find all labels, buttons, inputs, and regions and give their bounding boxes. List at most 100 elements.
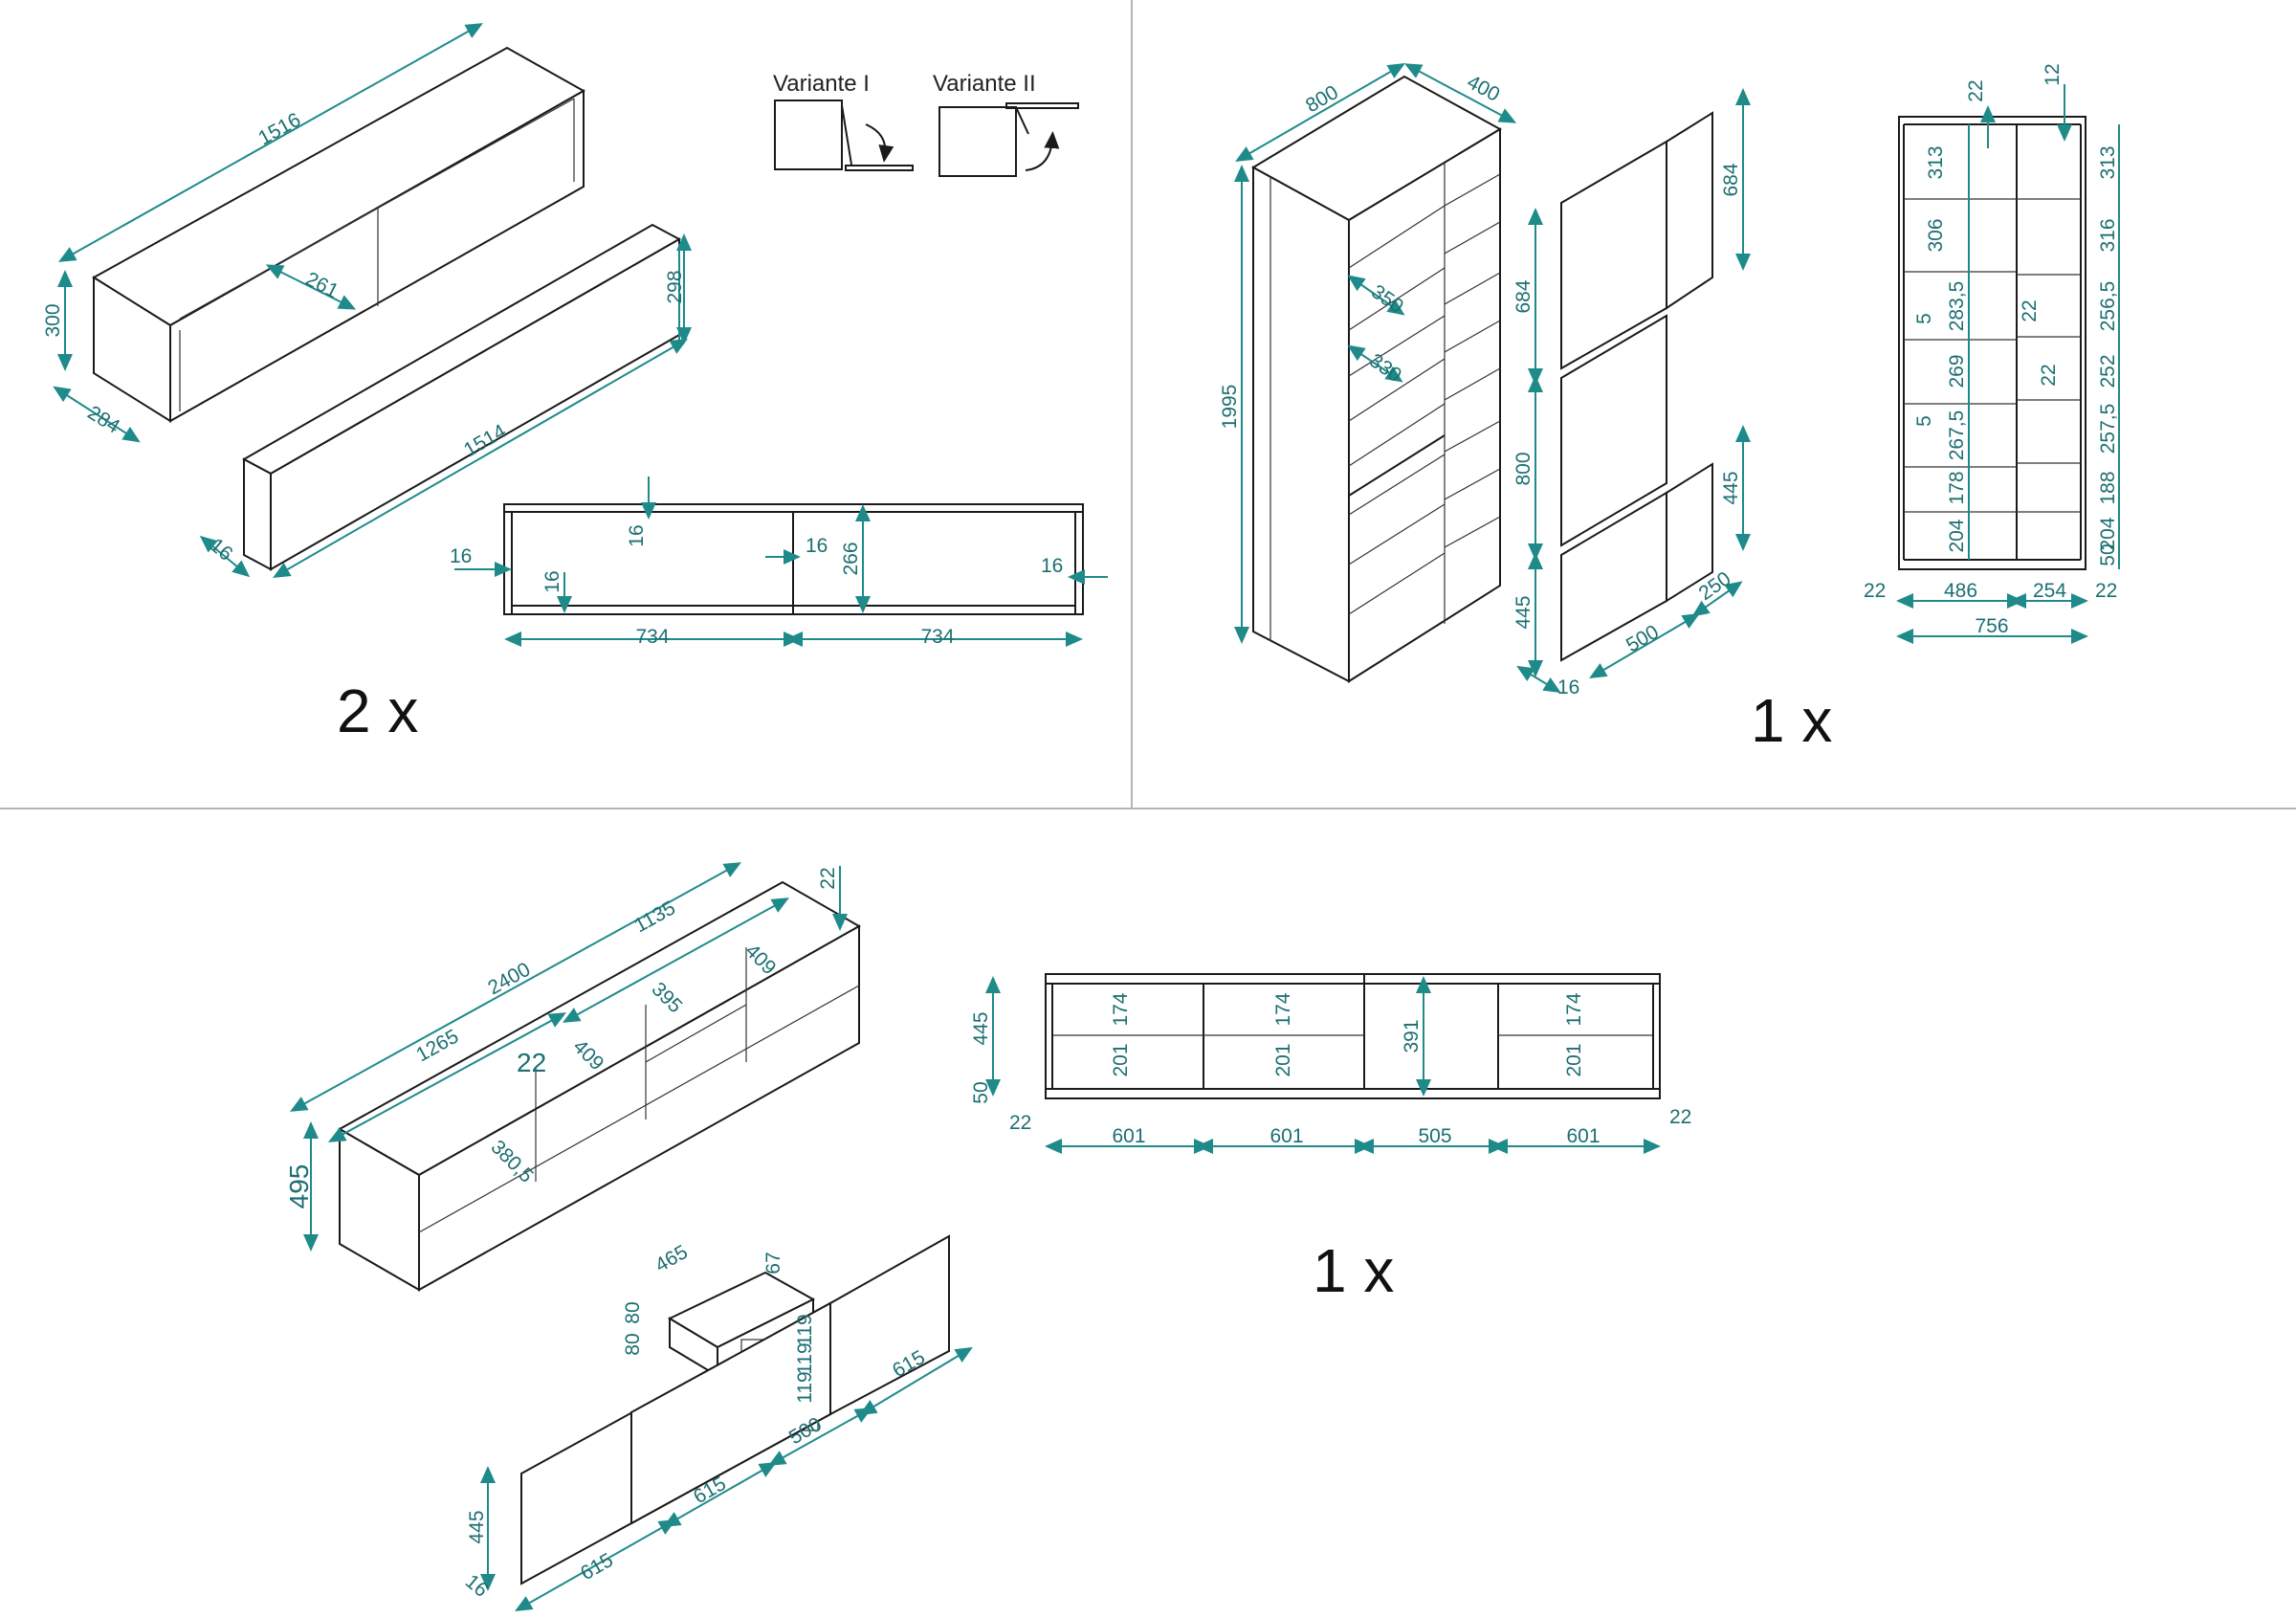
cabinet-right-2: 316: [2097, 218, 2119, 252]
variant-two-label: Variante II: [933, 71, 1036, 97]
lowboard-dim-front-height: 445: [466, 1510, 488, 1543]
cabinet-quantity: 1 x: [1751, 686, 1832, 755]
cabinet-gap-left-2: 5: [1913, 415, 1935, 427]
wall-unit-front-side: [243, 457, 272, 571]
wall-front-top-thickness: 16: [626, 524, 648, 546]
lowboard-fv-lower-1: 201: [1110, 1043, 1132, 1076]
wall-front-inner-height: 266: [840, 542, 862, 575]
variant-one: Variante I: [773, 71, 914, 171]
cabinet-dim-depth: 400: [1464, 71, 1504, 106]
variant-one-label: Variante I: [773, 71, 870, 97]
cabinet-dim-width: 800: [1302, 81, 1342, 117]
cabinet-left-1: 313: [1925, 145, 1947, 179]
cabinet-right-7: 204: [2097, 517, 2119, 550]
wall-dim-front-height: 298: [664, 270, 686, 303]
cabinet-gap-left-1: 5: [1913, 313, 1935, 324]
lowboard-quantity: 1 x: [1313, 1236, 1394, 1305]
cabinet-total-width: 756: [1975, 615, 2008, 637]
lowboard-fv-mid: 391: [1401, 1019, 1423, 1053]
cabinet-front-left-dims: 313 306 283,5 269 267,5 178 204 5 5: [1913, 124, 1970, 560]
cabinet-panel: 800 400 1995 350 330 684 800 445 684 445…: [1219, 62, 2120, 755]
cabinet-right-1: 313: [2097, 145, 2119, 179]
lowboard-dim-top: 22: [817, 867, 839, 889]
lowboard-dim-height: 495: [284, 1164, 314, 1209]
cabinet-dim-door-width: 500: [1623, 621, 1663, 656]
wall-front-right-thickness: 16: [1041, 555, 1063, 577]
wall-unit-quantity: 2 x: [337, 676, 418, 745]
cabinet-dim-door-top2: 684: [1720, 163, 1742, 196]
cabinet-left-5: 267,5: [1946, 410, 1968, 461]
cabinet-front-view: [1898, 116, 2086, 570]
lowboard-fv-upper-1: 174: [1110, 992, 1132, 1026]
cabinet-gap-right-2: 22: [2038, 364, 2060, 386]
cabinet-right-4: 252: [2097, 354, 2119, 388]
wall-dim-width: 1516: [254, 109, 304, 150]
wall-front-half-a: 734: [635, 626, 669, 648]
cabinet-right-5: 257,5: [2097, 404, 2119, 454]
lowboard-dim-drawer-width: 465: [651, 1241, 692, 1276]
lowboard-dim-small: 22: [517, 1048, 546, 1077]
lowboard-fv-bottom-2: 601: [1269, 1125, 1303, 1147]
wall-front-left-thickness: 16: [450, 545, 472, 567]
cabinet-dim-door-thickness: 16: [1557, 676, 1579, 698]
lowboard-dim-drawer-side2: 80: [622, 1333, 644, 1355]
lowboard-fv-side-left: 22: [1009, 1112, 1031, 1134]
cabinet-left-6: 178: [1946, 471, 1968, 504]
cabinet-bottom-4: 22: [2095, 580, 2117, 602]
lowboard-drawer-part-1: 119: [794, 1314, 816, 1345]
cabinet-iso: [1250, 75, 1503, 683]
cabinet-front-top-right: 12: [2042, 63, 2064, 85]
cabinet-dim-door-mid: 800: [1512, 452, 1534, 485]
lowboard-panel: 2400 1135 1265 22 495 22 409 409 395 380…: [284, 862, 1691, 1611]
cabinet-left-7: 204: [1946, 519, 1968, 552]
lowboard-fv-upper-2: 174: [1272, 992, 1294, 1026]
lowboard-front-3: [829, 1234, 950, 1416]
lowboard-fv-lower-2: 201: [1272, 1043, 1294, 1076]
lowboard-dim-section-a: 1135: [630, 897, 679, 937]
lowboard-front-view: [1045, 973, 1661, 1099]
wall-dim-height: 300: [42, 303, 64, 337]
cabinet-door-glass: [1560, 314, 1667, 547]
lowboard-fv-bottom-3: 505: [1418, 1125, 1451, 1147]
cabinet-bottom-3: 254: [2033, 580, 2066, 602]
wall-dim-front-thickness: 16: [206, 534, 237, 565]
cabinet-left-4: 269: [1946, 354, 1968, 388]
cabinet-left-3: 283,5: [1946, 281, 1968, 332]
cabinet-door-bottom-edge: [1666, 462, 1713, 603]
wall-front-bottom-thickness: 16: [541, 570, 563, 592]
lowboard-fv-upper-3: 174: [1563, 992, 1585, 1026]
lowboard-front-width-1: 615: [577, 1549, 617, 1585]
cabinet-bottom-2: 486: [1944, 580, 1977, 602]
lowboard-drawer-part-2: 119: [794, 1342, 816, 1374]
cabinet-front-right-dims: 313 316 256,5 252 257,5 188 204 22 22 50: [2019, 124, 2120, 569]
lowboard-fv-bottom-1: 601: [1112, 1125, 1145, 1147]
lowboard-fv-bottom-4: 601: [1566, 1125, 1600, 1147]
lowboard-fv-side-right: 22: [1669, 1106, 1691, 1128]
lowboard-fv-left-2: 50: [970, 1081, 992, 1103]
cabinet-dim-door-bot: 445: [1512, 595, 1534, 629]
wall-unit-panel: 1516 300 284 261 298 1514 16 Variante I …: [42, 23, 1108, 745]
cabinet-door-top-edge: [1666, 111, 1713, 310]
cabinet-left-2: 306: [1925, 218, 1947, 252]
wall-front-half-b: 734: [920, 626, 954, 648]
variant-two: Variante II: [933, 71, 1079, 177]
lowboard-drawer-part-3: 119: [794, 1371, 816, 1403]
lowboard-dim-drawer-side: 80: [622, 1301, 644, 1323]
cabinet-dim-door-bot2: 445: [1720, 471, 1742, 504]
lowboard-dim-width: 2400: [484, 959, 534, 1000]
cabinet-bottom-1: 22: [1864, 580, 1886, 602]
cabinet-right-6: 188: [2097, 471, 2119, 504]
cabinet-dim-door-top: 684: [1512, 279, 1534, 313]
lowboard-dim-drawer-height: 67: [762, 1252, 784, 1274]
wall-dim-depth: 284: [83, 402, 123, 438]
lowboard-fv-left-1: 445: [970, 1011, 992, 1045]
lowboard-iso: [337, 880, 862, 1292]
cabinet-front-top: 22: [1965, 79, 1987, 101]
cabinet-dim-height: 1995: [1219, 385, 1241, 430]
wall-unit-front-view: [503, 503, 1084, 615]
lowboard-dim-section-b: 1265: [412, 1026, 462, 1067]
cabinet-right-3: 256,5: [2097, 281, 2119, 332]
cabinet-gap-right-1: 22: [2019, 299, 2041, 321]
